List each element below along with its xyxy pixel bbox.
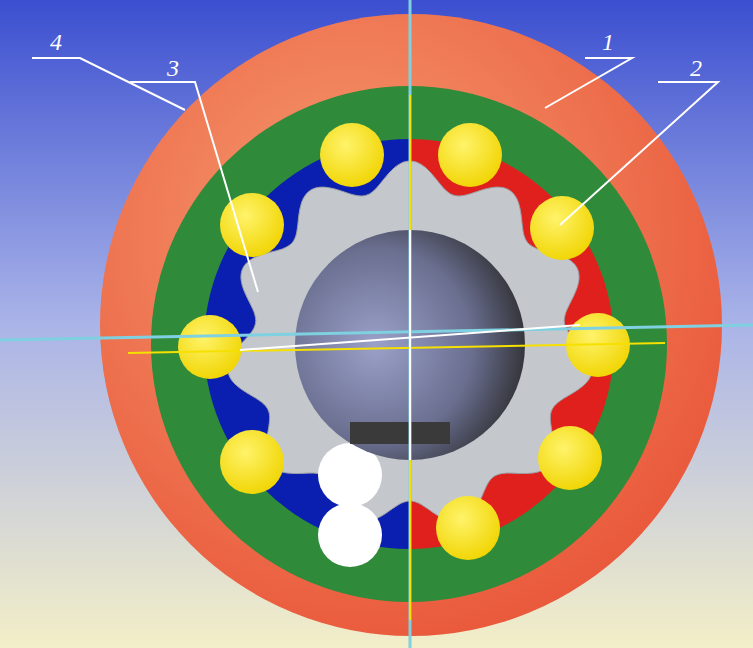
- ball: [178, 315, 242, 379]
- callout-number: 3: [165, 56, 181, 80]
- ball: [538, 426, 602, 490]
- callout-number: 4: [48, 30, 64, 54]
- ball: [220, 430, 284, 494]
- ball: [436, 496, 500, 560]
- ball: [438, 123, 502, 187]
- callout-number: 2: [688, 56, 704, 80]
- ball: [320, 123, 384, 187]
- ball: [220, 193, 284, 257]
- callout-number: 1: [600, 30, 616, 54]
- ball: [530, 196, 594, 260]
